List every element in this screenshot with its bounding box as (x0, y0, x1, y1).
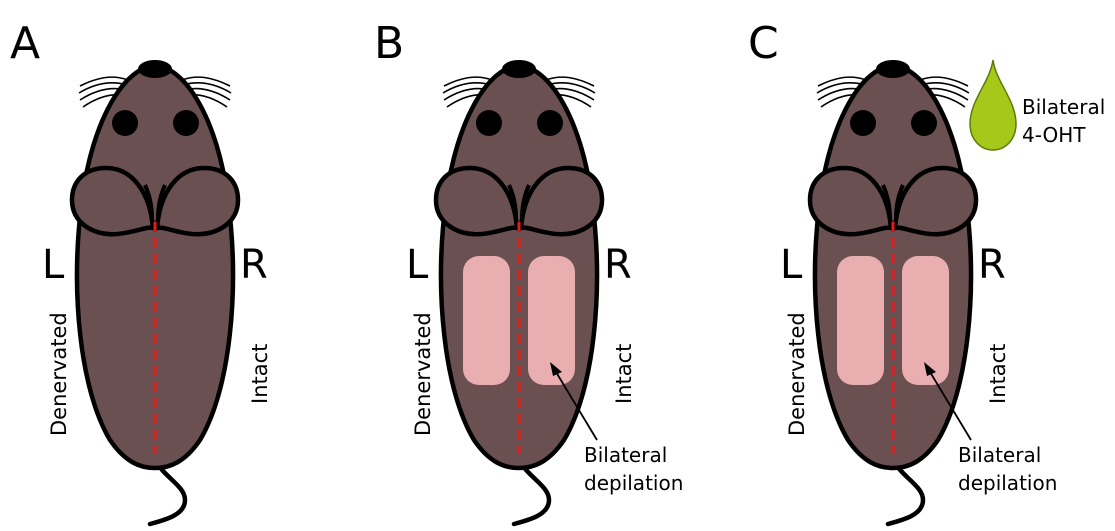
depilation-patch-left (463, 256, 510, 385)
panel-b: B L R Denervated Intact Bilateral depila… (374, 18, 683, 524)
right-side-label: Intact (248, 344, 272, 404)
left-label: L (780, 242, 803, 288)
right-label: R (240, 242, 268, 288)
panel-label: A (10, 18, 40, 69)
panel-c: C L R Denervated Intact Bilateral depila… (748, 18, 1105, 524)
left-side-label: Denervated (411, 312, 435, 436)
panel-label: C (748, 18, 779, 69)
right-side-label: Intact (986, 344, 1010, 404)
left-label: L (406, 242, 429, 288)
annotation-line-2: depilation (958, 471, 1057, 495)
drop-label-line-2: 4-OHT (1022, 123, 1086, 147)
right-label: R (604, 242, 632, 288)
panel-a: A L R Denervated Intact (10, 18, 272, 524)
left-side-label: Denervated (785, 312, 809, 436)
right-side-label: Intact (612, 344, 636, 404)
depilation-patch-left (837, 256, 884, 385)
left-side-label: Denervated (47, 312, 71, 436)
annotation-line-1: Bilateral (584, 443, 667, 467)
annotation-line-1: Bilateral (958, 443, 1041, 467)
right-label: R (978, 242, 1006, 288)
drop-annotation: Bilateral 4-OHT (970, 60, 1105, 150)
droplet-icon (970, 60, 1016, 150)
left-label: L (42, 242, 65, 288)
annotation-line-2: depilation (584, 471, 683, 495)
drop-label-line-1: Bilateral (1022, 95, 1105, 119)
panel-label: B (374, 18, 404, 69)
